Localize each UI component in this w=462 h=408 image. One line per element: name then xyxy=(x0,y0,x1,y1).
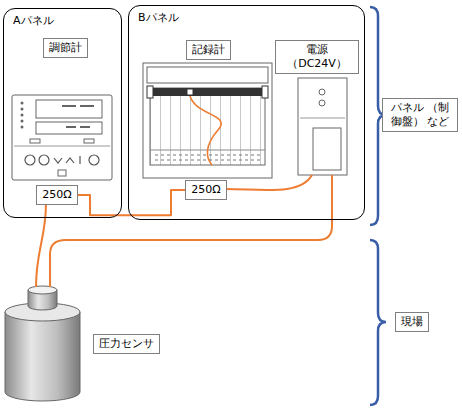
device-label: 調節計 xyxy=(43,38,88,58)
label-text: 調節計 xyxy=(49,41,82,55)
bracket xyxy=(370,7,386,405)
recorder-figure xyxy=(143,63,272,178)
label-text: Aパネル xyxy=(13,14,54,28)
signal-wire xyxy=(78,190,185,215)
resistor-box: 250Ω xyxy=(185,180,227,200)
label-text: 電源 （DC24V） xyxy=(281,43,353,72)
label-text: 250Ω xyxy=(191,183,221,197)
wire xyxy=(36,175,332,287)
panel-box: Aパネル調節計 250Ω xyxy=(3,8,122,218)
label-text: パネル （制御盤） など xyxy=(388,101,452,130)
label-text: 記録計 xyxy=(192,43,225,57)
label-text: Bパネル xyxy=(138,11,179,25)
device-label: 圧力センサ xyxy=(93,334,160,354)
label-text: 現場 xyxy=(401,315,423,329)
panel-box: Bパネル記録計 250Ω 電源 （DC24V） xyxy=(128,5,365,220)
controller-figure xyxy=(12,95,112,180)
region-label: 現場 xyxy=(395,312,429,332)
resistor-box: 250Ω xyxy=(36,185,78,205)
power-supply-figure xyxy=(298,78,347,175)
device-label: 記録計 xyxy=(186,40,231,60)
label-text: 圧力センサ xyxy=(99,337,154,351)
label-text: 250Ω xyxy=(42,188,72,202)
region-label: パネル （制御盤） など xyxy=(382,98,458,133)
device-label: 電源 （DC24V） xyxy=(275,40,359,75)
pressure-sensor-figure xyxy=(5,286,80,401)
